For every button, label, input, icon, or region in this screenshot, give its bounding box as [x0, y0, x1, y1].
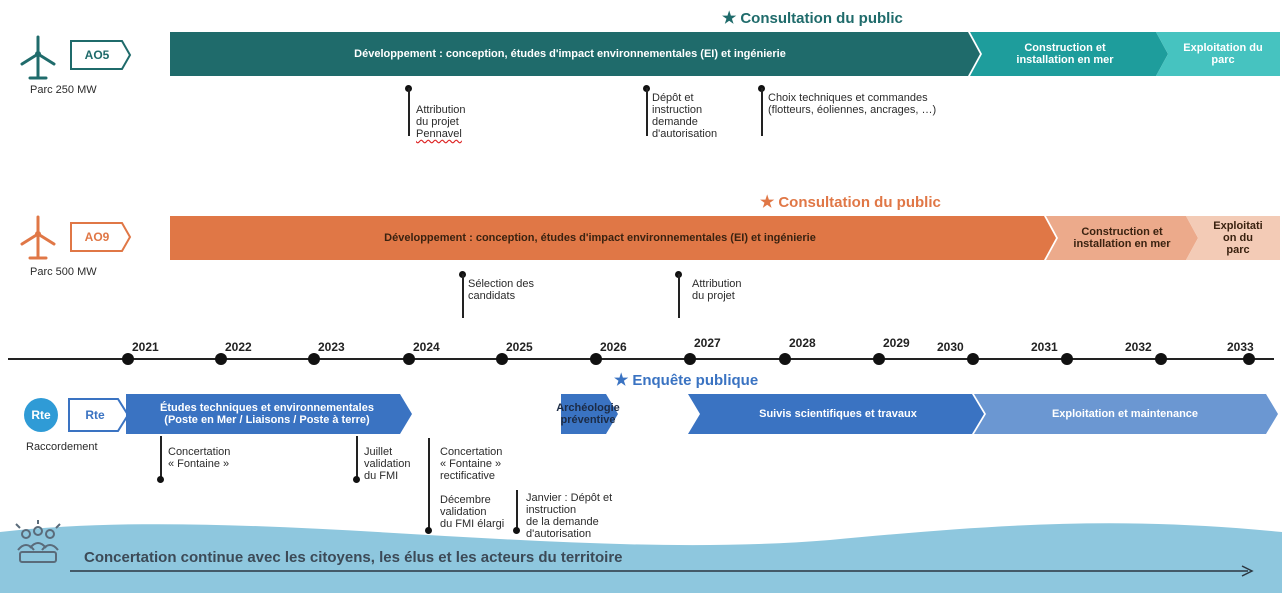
timeline-year-label: 2027	[694, 336, 721, 350]
timeline-year-label: 2032	[1125, 340, 1152, 354]
rte-milestone-line	[516, 490, 518, 530]
rte-milestone-line	[428, 438, 430, 530]
ao9-badge: AO9	[70, 222, 132, 252]
timeline-year-dot	[403, 353, 415, 365]
footer-concertation: Concertation continue avec les citoyens,…	[84, 549, 623, 566]
wind-turbine-icon	[20, 35, 56, 80]
rte-milestone-line	[356, 436, 358, 478]
timeline-year-label: 2026	[600, 340, 627, 354]
timeline-year-dot	[308, 353, 320, 365]
ao5-consultation-label: ★ Consultation du public	[722, 9, 903, 28]
ao9-phase-development: Développement : conception, études d'imp…	[384, 232, 816, 244]
rte-milestone-fmi: Juillet validation du FMI	[364, 446, 411, 482]
wind-turbine-icon	[20, 215, 56, 260]
rte-phase-suivis: Suivis scientifiques et travaux	[759, 408, 917, 420]
timeline-year-dot	[496, 353, 508, 365]
rte-milestone-rectificative: Concertation « Fontaine » rectificative	[440, 446, 503, 482]
rte-phase-exploitation: Exploitation et maintenance	[1051, 408, 1199, 420]
timeline-year-dot	[1061, 353, 1073, 365]
ao9-phase-operation: Exploitati on du parc	[1213, 220, 1263, 256]
ao5-badge: AO5	[70, 40, 132, 70]
timeline-year-dot	[873, 353, 885, 365]
footer-arrow	[70, 565, 1254, 577]
rte-milestone-concertation: Concertation « Fontaine »	[168, 446, 231, 470]
ao9-milestone-line	[678, 274, 680, 318]
timeline-year-label: 2023	[318, 340, 345, 354]
rte-milestone-pin	[157, 476, 164, 483]
rte-milestone-pin	[353, 476, 360, 483]
timeline-year-dot	[967, 353, 979, 365]
timeline-year-dot	[1243, 353, 1255, 365]
ao9-milestone-selection: Sélection des candidats	[468, 278, 535, 302]
ao5-phase-arrows	[170, 32, 1280, 76]
ao9-milestone-attribution: Attribution du projet	[692, 278, 742, 302]
timeline-year-dot	[122, 353, 134, 365]
ao5-phase-operation: Exploitation du parc	[1183, 42, 1263, 66]
timeline-year-label: 2031	[1031, 340, 1058, 354]
rte-milestone-pin	[513, 527, 520, 534]
ao5-milestone-choix: Choix techniques et commandes (flotteurs…	[768, 92, 937, 116]
timeline-year-dot	[215, 353, 227, 365]
rte-milestone-fmi-elargi: Décembre validation du FMI élargi	[440, 494, 505, 530]
timeline-year-label: 2028	[789, 336, 816, 350]
people-meeting-icon	[15, 520, 61, 563]
ao9-consultation-label: ★ Consultation du public	[760, 193, 941, 212]
star-icon: ★	[760, 194, 775, 211]
timeline-axis	[8, 358, 1274, 360]
ao5-park-capacity: Parc 250 MW	[30, 84, 97, 96]
timeline-year-label: 2024	[413, 340, 440, 354]
ao5-phase-construction: Construction et installation en mer	[1016, 42, 1114, 66]
timeline-year-label: 2030	[937, 340, 964, 354]
rte-milestone-depot: Janvier : Dépôt et instruction de la dem…	[526, 492, 613, 540]
timeline-year-label: 2029	[883, 336, 910, 350]
star-icon: ★	[614, 372, 629, 389]
star-icon: ★	[722, 10, 737, 27]
ao9-phase-arrows	[170, 216, 1280, 260]
timeline-year-label: 2033	[1227, 340, 1254, 354]
ao5-milestone-depot: Dépôt et instruction demande d'autorisat…	[652, 92, 718, 140]
ao9-phase-construction: Construction et installation en mer	[1073, 226, 1171, 250]
ao5-milestone-line	[761, 88, 763, 136]
timeline-year-dot	[590, 353, 602, 365]
rte-logo: Rte	[24, 398, 58, 432]
rte-milestone-line	[160, 436, 162, 478]
rte-phase-arrows	[126, 394, 1278, 434]
rte-label: Raccordement	[26, 441, 98, 453]
enquete-publique-label: ★ Enquête publique	[614, 371, 759, 390]
timeline-year-dot	[779, 353, 791, 365]
ao5-phase-development: Développement : conception, études d'imp…	[354, 48, 786, 60]
ao5-milestone-line	[646, 88, 648, 136]
timeline-year-dot	[684, 353, 696, 365]
rte-milestone-pin	[425, 527, 432, 534]
ao9-milestone-line	[462, 274, 464, 318]
ao5-milestone-line	[408, 88, 410, 136]
timeline-year-label: 2025	[506, 340, 533, 354]
timeline-year-label: 2022	[225, 340, 252, 354]
rte-phase-studies: Études techniques et environnementales (…	[160, 402, 374, 426]
rte-phase-archeo: Archéologie préventive	[556, 402, 620, 426]
rte-badge: Rte	[68, 398, 130, 432]
timeline-year-dot	[1155, 353, 1167, 365]
ao9-park-capacity: Parc 500 MW	[30, 266, 97, 278]
timeline-year-label: 2021	[132, 340, 159, 354]
